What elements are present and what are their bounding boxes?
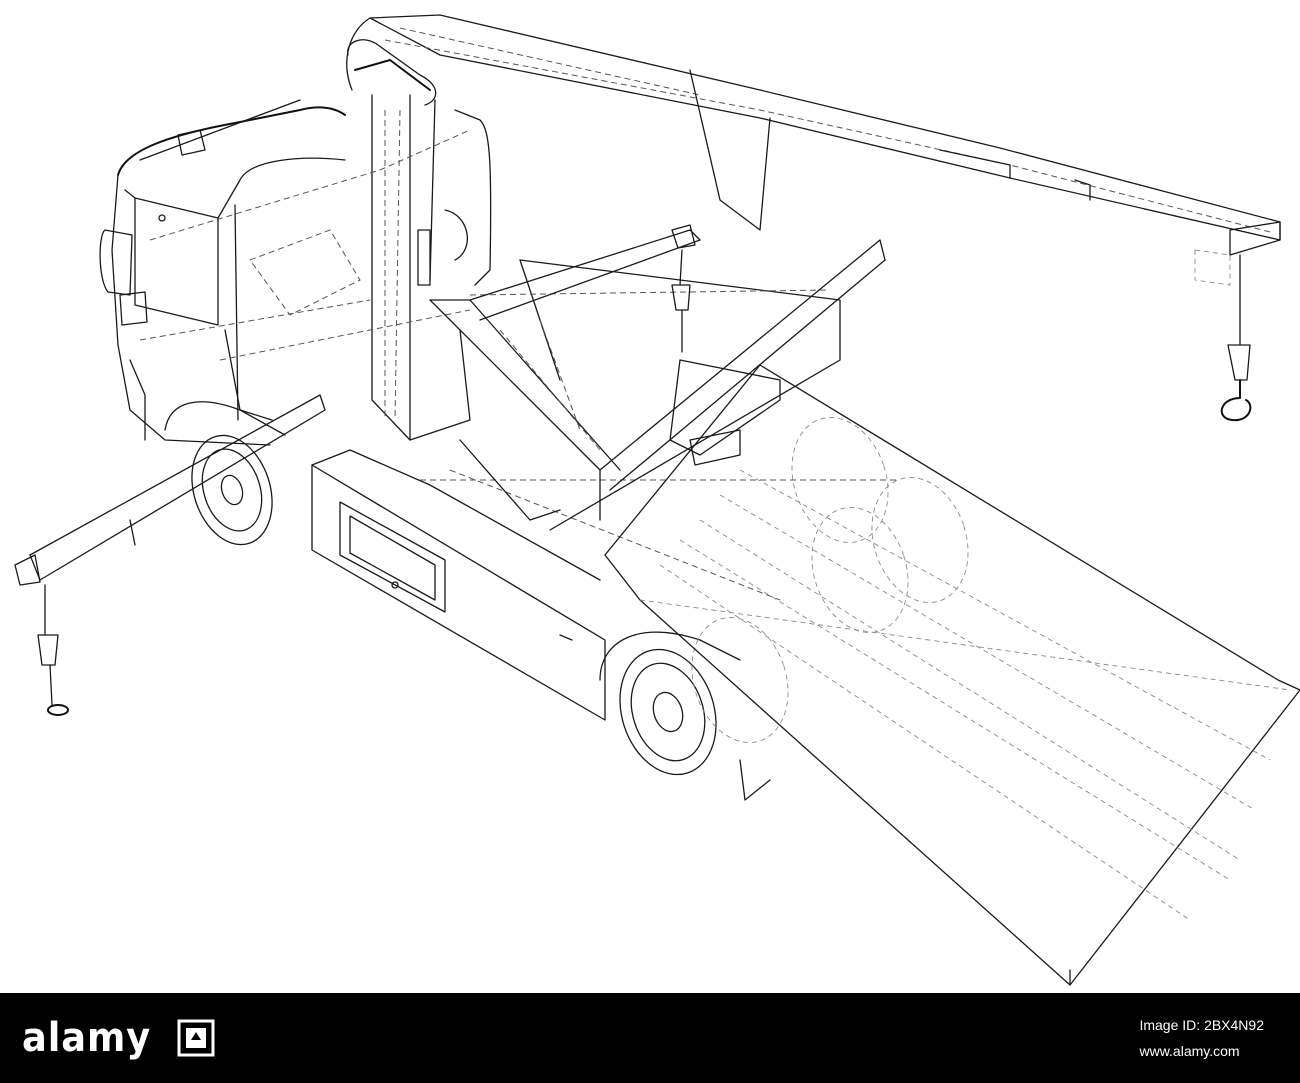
stock-footer-bar: alamy Image ID: 2BX4N92 www.alamy.com xyxy=(0,993,1300,1083)
image-id-value: 2BX4N92 xyxy=(1204,1017,1264,1033)
tilt-bed-ramp xyxy=(604,364,1300,986)
crane-column xyxy=(347,39,471,441)
image-id-line: Image ID: 2BX4N92 xyxy=(1139,1017,1264,1033)
brand-logo: alamy xyxy=(22,1015,152,1061)
chassis-side-box xyxy=(311,449,900,801)
image-info: Image ID: 2BX4N92 www.alamy.com xyxy=(1139,1017,1264,1059)
alamy-logo-mark-icon xyxy=(177,1019,215,1057)
crane-boom xyxy=(346,14,1281,422)
brand-logo-group: alamy xyxy=(22,1015,216,1061)
tow-truck-wireframe-illustration xyxy=(14,14,1300,986)
tilt-frame xyxy=(429,239,886,531)
front-wheel xyxy=(164,401,286,546)
outrigger-left xyxy=(14,394,326,716)
site-url: www.alamy.com xyxy=(1139,1043,1240,1059)
tow-truck-drawing xyxy=(14,14,1300,986)
truck-cab xyxy=(99,99,492,446)
image-id-label: Image ID: xyxy=(1139,1017,1205,1033)
rear-wheels xyxy=(599,417,969,776)
outrigger-right xyxy=(469,224,701,353)
